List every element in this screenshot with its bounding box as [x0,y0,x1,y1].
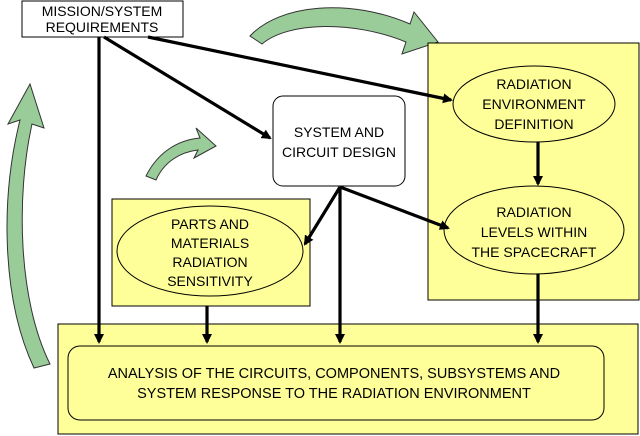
environment-node: RADIATION ENVIRONMENT DEFINITION [452,65,616,143]
parts-node: PARTS AND MATERIALS RADIATION SENSITIVIT… [116,205,304,297]
analysis-label-line2: SYSTEM RESPONSE TO THE RADIATION ENVIRON… [137,386,531,402]
curved-arrow-icon-left [6,82,51,369]
arrow-design-to-parts [303,186,342,246]
analysis-label-line1: ANALYSIS OF THE CIRCUITS, COMPONENTS, SU… [108,366,560,382]
arrow-design-to-levels [339,185,450,230]
parts-label-line4: SENSITIVITY [167,273,253,289]
environment-label-line3: DEFINITION [494,116,573,132]
parts-label-line3: RADIATION [172,254,247,270]
system-design-label-line1: SYSTEM AND [294,124,384,140]
environment-label-line1: RADIATION [496,76,571,92]
analysis-box: ANALYSIS OF THE CIRCUITS, COMPONENTS, SU… [67,345,605,421]
levels-label-line2: LEVELS WITHIN [481,224,588,240]
system-design-box: SYSTEM AND CIRCUIT DESIGN [272,95,406,187]
system-design-label-line2: CIRCUIT DESIGN [282,144,396,160]
arrow-requirements-to-design [103,35,272,140]
levels-label-line1: RADIATION [496,204,571,220]
requirements-label-line1: MISSION/SYSTEM [42,3,163,19]
parts-label-line2: MATERIALS [171,235,249,251]
parts-label-line1: PARTS AND [171,216,249,232]
requirements-label-line2: REQUIREMENTS [46,19,159,35]
levels-node: RADIATION LEVELS WITHIN THE SPACECRAFT [443,185,625,275]
environment-label-line2: ENVIRONMENT [482,96,586,112]
requirements-box: MISSION/SYSTEM REQUIREMENTS [21,0,184,38]
curved-arrow-icon-top [249,7,439,55]
arrow-requirements-to-environment [147,35,453,104]
levels-label-line3: THE SPACECRAFT [472,244,597,260]
curved-arrow-icon-middle [145,127,217,181]
